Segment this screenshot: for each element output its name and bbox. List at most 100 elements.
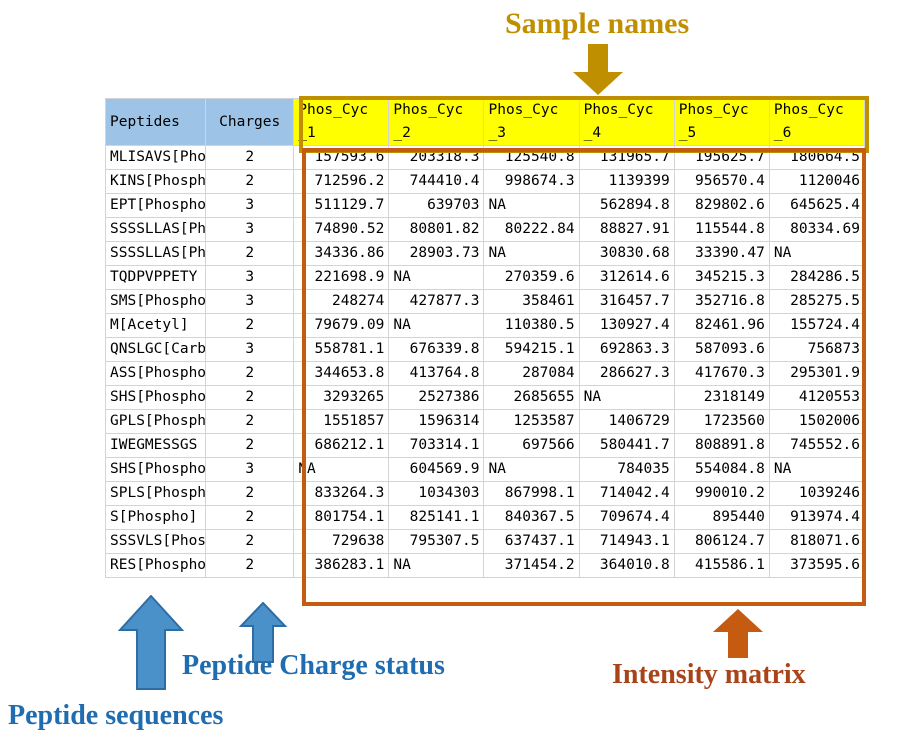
table-row[interactable]: QNSLGC[Carbamid]3558781.1676339.8594215.…: [104, 337, 866, 362]
cell-intensity[interactable]: 714042.4: [578, 481, 675, 506]
cell-intensity[interactable]: 1120046: [768, 169, 866, 194]
cell-intensity[interactable]: 286627.3: [578, 361, 675, 386]
cell-intensity[interactable]: 998674.3: [483, 169, 580, 194]
cell-peptide[interactable]: MLISAVS[Phospho]: [104, 145, 207, 170]
table-row[interactable]: SSSVLS[Phospho]2729638795307.5637437.171…: [104, 529, 866, 554]
cell-intensity[interactable]: 645625.4: [768, 193, 866, 218]
table-row[interactable]: MLISAVS[Phospho]2157593.6203318.3125540.…: [104, 145, 866, 170]
cell-intensity[interactable]: 714943.1: [578, 529, 675, 554]
cell-intensity[interactable]: 80334.69: [768, 217, 866, 242]
cell-charge[interactable]: 2: [205, 169, 295, 194]
cell-intensity[interactable]: 82461.96: [673, 313, 770, 338]
cell-intensity[interactable]: 358461: [483, 289, 580, 314]
cell-intensity[interactable]: 3293265: [293, 385, 390, 410]
cell-charge[interactable]: 2: [205, 553, 295, 578]
cell-charge[interactable]: 2: [205, 241, 295, 266]
cell-intensity[interactable]: 88827.91: [578, 217, 675, 242]
cell-peptide[interactable]: KINS[Phospho]: [104, 169, 207, 194]
cell-intensity[interactable]: NA: [483, 241, 580, 266]
cell-intensity[interactable]: NA: [768, 241, 866, 266]
cell-intensity[interactable]: 1551857: [293, 409, 390, 434]
cell-peptide[interactable]: SHS[Phospho]: [104, 385, 207, 410]
cell-intensity[interactable]: 34336.86: [293, 241, 390, 266]
column-header-charges[interactable]: Charges: [205, 98, 295, 146]
cell-intensity[interactable]: 895440: [673, 505, 770, 530]
cell-intensity[interactable]: 417670.3: [673, 361, 770, 386]
cell-intensity[interactable]: 744410.4: [388, 169, 485, 194]
cell-charge[interactable]: 2: [205, 409, 295, 434]
cell-charge[interactable]: 2: [205, 505, 295, 530]
cell-intensity[interactable]: 371454.2: [483, 553, 580, 578]
cell-intensity[interactable]: 221698.9: [293, 265, 390, 290]
cell-intensity[interactable]: 316457.7: [578, 289, 675, 314]
cell-charge[interactable]: 2: [205, 145, 295, 170]
cell-intensity[interactable]: 386283.1: [293, 553, 390, 578]
cell-intensity[interactable]: 74890.52: [293, 217, 390, 242]
cell-intensity[interactable]: 155724.4: [768, 313, 866, 338]
table-row[interactable]: SSSSLLAS[Phospho]374890.5280801.8280222.…: [104, 217, 866, 242]
cell-intensity[interactable]: NA: [388, 265, 485, 290]
cell-intensity[interactable]: 373595.6: [768, 553, 866, 578]
cell-peptide[interactable]: SMS[Phospho]: [104, 289, 207, 314]
cell-peptide[interactable]: SSSVLS[Phospho]: [104, 529, 207, 554]
cell-intensity[interactable]: 697566: [483, 433, 580, 458]
cell-intensity[interactable]: 867998.1: [483, 481, 580, 506]
cell-intensity[interactable]: 270359.6: [483, 265, 580, 290]
cell-charge[interactable]: 3: [205, 217, 295, 242]
cell-intensity[interactable]: 784035: [578, 457, 675, 482]
cell-intensity[interactable]: 415586.1: [673, 553, 770, 578]
column-header-sample-1[interactable]: Phos_Cyc _1: [293, 98, 390, 146]
cell-intensity[interactable]: 1723560: [673, 409, 770, 434]
cell-intensity[interactable]: 130927.4: [578, 313, 675, 338]
cell-intensity[interactable]: 1502006: [768, 409, 866, 434]
cell-intensity[interactable]: 131965.7: [578, 145, 675, 170]
cell-intensity[interactable]: NA: [768, 457, 866, 482]
cell-intensity[interactable]: 686212.1: [293, 433, 390, 458]
cell-intensity[interactable]: 4120553: [768, 385, 866, 410]
table-row[interactable]: GPLS[Phospho]215518571596314125358714067…: [104, 409, 866, 434]
cell-intensity[interactable]: 956570.4: [673, 169, 770, 194]
cell-peptide[interactable]: M[Acetyl]: [104, 313, 207, 338]
cell-intensity[interactable]: 558781.1: [293, 337, 390, 362]
cell-intensity[interactable]: 115544.8: [673, 217, 770, 242]
cell-intensity[interactable]: 833264.3: [293, 481, 390, 506]
cell-intensity[interactable]: 756873: [768, 337, 866, 362]
column-header-sample-4[interactable]: Phos_Cyc _4: [578, 98, 675, 146]
cell-intensity[interactable]: 692863.3: [578, 337, 675, 362]
cell-intensity[interactable]: 312614.6: [578, 265, 675, 290]
cell-intensity[interactable]: 594215.1: [483, 337, 580, 362]
table-row[interactable]: SPLS[Phospho]2833264.31034303867998.1714…: [104, 481, 866, 506]
cell-peptide[interactable]: QNSLGC[Carbamid]: [104, 337, 207, 362]
table-row[interactable]: KINS[Phospho]2712596.2744410.4998674.311…: [104, 169, 866, 194]
cell-intensity[interactable]: 2318149: [673, 385, 770, 410]
cell-peptide[interactable]: RES[Phospho]: [104, 553, 207, 578]
cell-charge[interactable]: 2: [205, 481, 295, 506]
cell-intensity[interactable]: 604569.9: [388, 457, 485, 482]
cell-intensity[interactable]: 110380.5: [483, 313, 580, 338]
cell-charge[interactable]: 2: [205, 313, 295, 338]
cell-intensity[interactable]: 829802.6: [673, 193, 770, 218]
cell-charge[interactable]: 3: [205, 193, 295, 218]
cell-intensity[interactable]: 709674.4: [578, 505, 675, 530]
cell-peptide[interactable]: SHS[Phospho]: [104, 457, 207, 482]
cell-intensity[interactable]: 554084.8: [673, 457, 770, 482]
cell-intensity[interactable]: 345215.3: [673, 265, 770, 290]
cell-intensity[interactable]: 840367.5: [483, 505, 580, 530]
cell-intensity[interactable]: 562894.8: [578, 193, 675, 218]
cell-intensity[interactable]: 511129.7: [293, 193, 390, 218]
cell-intensity[interactable]: 1253587: [483, 409, 580, 434]
cell-intensity[interactable]: 352716.8: [673, 289, 770, 314]
cell-intensity[interactable]: NA: [483, 193, 580, 218]
cell-intensity[interactable]: 2685655: [483, 385, 580, 410]
cell-intensity[interactable]: 1139399: [578, 169, 675, 194]
cell-intensity[interactable]: NA: [293, 457, 390, 482]
cell-intensity[interactable]: 1034303: [388, 481, 485, 506]
cell-intensity[interactable]: 729638: [293, 529, 390, 554]
cell-intensity[interactable]: 79679.09: [293, 313, 390, 338]
